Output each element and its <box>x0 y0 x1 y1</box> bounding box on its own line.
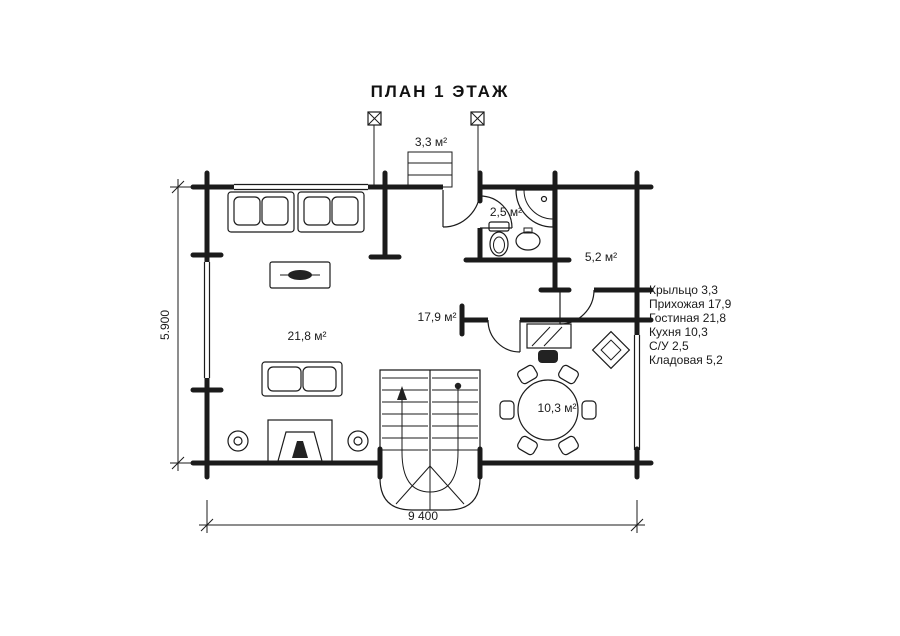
sofa <box>227 191 295 233</box>
kitchen-desk <box>526 323 572 363</box>
window <box>234 183 368 191</box>
dimension-height-label: 5.900 <box>158 310 172 340</box>
hallway-area-label: 17,9 м² <box>418 310 457 324</box>
dimension-width-label: 9 400 <box>408 509 438 523</box>
porch-post-icon <box>470 111 485 126</box>
kitchen-area-label: 10,3 м² <box>538 401 577 415</box>
staircase <box>379 369 481 511</box>
entrance-door <box>442 189 481 228</box>
porch-area-label: 3,3 м² <box>415 135 447 149</box>
window <box>633 335 641 450</box>
coffee-table <box>269 261 331 289</box>
plant-stool-icon <box>347 430 369 452</box>
sofa <box>261 361 343 397</box>
legend-item: Крыльцо 3,3 <box>649 283 718 297</box>
bathroom-area-label: 2,5 м² <box>490 205 522 219</box>
page-title: ПЛАН 1 ЭТАЖ <box>371 82 510 101</box>
fireplace <box>267 419 333 464</box>
legend-item: Кухня 10,3 <box>649 325 708 339</box>
toilet-icon <box>488 221 510 257</box>
legend-item: Кладовая 5,2 <box>649 353 723 367</box>
kitchen-door <box>487 319 521 353</box>
stairs-direction-arrow <box>397 382 462 493</box>
window <box>203 262 211 378</box>
living-area-label: 21,8 м² <box>288 329 327 343</box>
corner-cabinet <box>591 330 631 370</box>
storage-area-label: 5,2 м² <box>585 250 617 264</box>
sink-icon <box>515 227 541 251</box>
shower-icon <box>515 189 554 228</box>
legend: Крыльцо 3,3 Прихожая 17,9 Гостиная 21,8 … <box>649 283 732 367</box>
dimension-left: 5.900 <box>158 179 200 471</box>
porch-steps <box>407 151 453 188</box>
sofa <box>297 191 365 233</box>
legend-item: Гостиная 21,8 <box>649 311 726 325</box>
dimension-bottom: 9 400 <box>199 500 645 533</box>
plant-stool-icon <box>227 430 249 452</box>
legend-item: Прихожая 17,9 <box>649 297 732 311</box>
interior-walls <box>382 187 637 323</box>
porch-post-icon <box>367 111 382 126</box>
legend-item: С/У 2,5 <box>649 339 689 353</box>
dining-table <box>499 364 597 456</box>
bathroom-door <box>479 195 513 229</box>
